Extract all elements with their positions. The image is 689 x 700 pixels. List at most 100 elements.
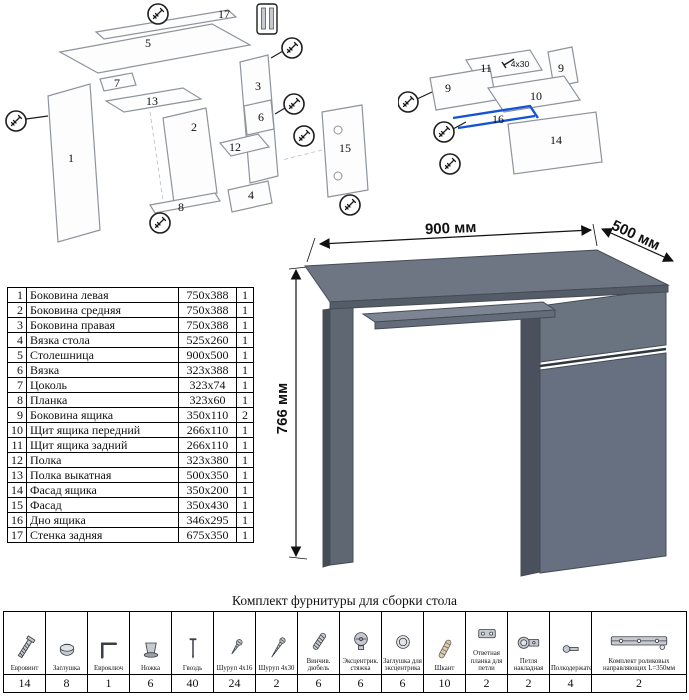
hardware-item-nail: Гвоздь <box>171 611 214 675</box>
hardware-item-leg: Ножка <box>129 611 172 675</box>
part-number: 13 <box>7 467 27 483</box>
hardware-item-shelf-support: Полкодержатель <box>549 611 592 675</box>
part-qty: 1 <box>236 392 254 408</box>
hardware-kit-section: Комплект фурнитуры для сборки стола Евро… <box>3 593 687 693</box>
part-qty: 1 <box>236 362 254 378</box>
part-qty: 1 <box>236 317 254 333</box>
hardware-item-qty: 1 <box>87 674 130 693</box>
part-size: 323x60 <box>178 392 237 408</box>
hardware-item-cam-cover: Заглушка для эксцентрика <box>381 611 424 675</box>
drawer-front <box>507 111 603 175</box>
hardware-item-label: Ножка <box>140 665 161 673</box>
left-panel <box>329 306 354 566</box>
drawer-bottom <box>486 75 582 113</box>
hardware-item-label: Шкант <box>434 665 455 673</box>
part-name: Фасад <box>26 497 179 513</box>
hardware-item-label: Винчив. дюбель <box>306 657 331 673</box>
part-number-label: 5 <box>145 36 151 50</box>
part-size: 323x74 <box>178 377 237 393</box>
drawer-panels <box>429 46 603 175</box>
part-qty: 1 <box>236 467 254 483</box>
panel-left-side <box>47 83 101 243</box>
screw-size-annotation: 4x30 <box>511 59 530 69</box>
desk-panels <box>47 9 369 243</box>
part-name: Полка <box>26 452 179 468</box>
icon-cam-cover <box>395 634 410 649</box>
part-number: 16 <box>7 512 27 528</box>
hardware-item-label: Комплект роликовых направляющих L=350мм <box>602 657 676 673</box>
icon-plug <box>59 644 74 657</box>
screw-callout-icon <box>5 110 27 132</box>
part-qty: 1 <box>236 332 254 348</box>
screw-callout-icon <box>398 91 419 113</box>
panel-plinth <box>99 72 137 92</box>
hardware-item-dowel-screw: Винчив. дюбель <box>297 611 340 675</box>
part-size: 350x430 <box>178 497 237 513</box>
part-number: 10 <box>7 422 27 438</box>
hardware-item-cam: Эксцентрик. стяжка <box>339 611 382 675</box>
hardware-item-hexkey: Евроключ <box>87 611 130 675</box>
screw-callout-icon <box>149 212 171 234</box>
part-size: 346x295 <box>178 512 237 528</box>
part-number-label: 6 <box>258 110 264 124</box>
desk-top-edge <box>329 284 669 310</box>
icon-rail <box>610 636 668 650</box>
part-name: Планка <box>26 392 179 408</box>
part-name: Фасад ящика <box>26 482 179 498</box>
keyboard-tray-front <box>374 309 556 330</box>
hinge-hole <box>333 171 343 181</box>
hardware-item-label: Эксцентрик. стяжка <box>342 657 379 673</box>
part-name: Вязка <box>26 362 179 378</box>
hardware-item-label: Шуруп 4x16 <box>216 665 253 673</box>
panel-door <box>321 104 369 198</box>
icon-hinge-plate <box>477 629 496 639</box>
part-qty: 1 <box>236 287 254 303</box>
hardware-item-hinge-plate: Ответная планка для петли <box>465 611 508 675</box>
part-number: 14 <box>7 482 27 498</box>
part-number-label: 15 <box>339 141 351 155</box>
door-fascia <box>539 352 667 574</box>
part-number: 12 <box>7 452 27 468</box>
panel-keyboard-tray <box>104 87 203 113</box>
part-name: Стенка задняя <box>26 527 179 543</box>
part-name: Столешница <box>26 347 179 363</box>
hardware-item-shkant: Шкант <box>423 611 466 675</box>
part-name: Полка выкатная <box>26 467 179 483</box>
panel-shelf <box>218 133 271 157</box>
part-number-label: 4 <box>248 188 254 202</box>
part-qty: 2 <box>236 407 254 423</box>
part-size: 350x200 <box>178 482 237 498</box>
screw-callout-icon <box>293 125 315 147</box>
icon-hinge <box>517 636 539 649</box>
icon-cam <box>353 631 368 650</box>
part-number-label: 11 <box>480 61 492 75</box>
icon-shkant <box>437 639 452 660</box>
part-number-label: 10 <box>530 89 542 103</box>
part-qty: 1 <box>236 527 254 543</box>
part-size: 900x500 <box>178 347 237 363</box>
hardware-item-screw: Шуруп 4x16 <box>213 611 256 675</box>
hardware-item-qty: 6 <box>381 674 424 693</box>
part-name: Боковина правая <box>26 317 179 333</box>
part-number-label: 14 <box>550 133 562 147</box>
screw-callout-icon <box>339 194 361 216</box>
panel-top <box>58 23 252 74</box>
part-size: 750x388 <box>178 287 237 303</box>
left-panel-outer <box>322 308 331 568</box>
part-number-label: 1 <box>68 151 74 165</box>
part-name: Щит ящика передний <box>26 422 179 438</box>
part-size: 266x110 <box>178 422 237 438</box>
hardware-item-qty: 2 <box>591 674 687 693</box>
part-number-label: 9 <box>558 61 564 75</box>
part-number: 9 <box>7 407 27 423</box>
part-name: Щит ящика задний <box>26 437 179 453</box>
